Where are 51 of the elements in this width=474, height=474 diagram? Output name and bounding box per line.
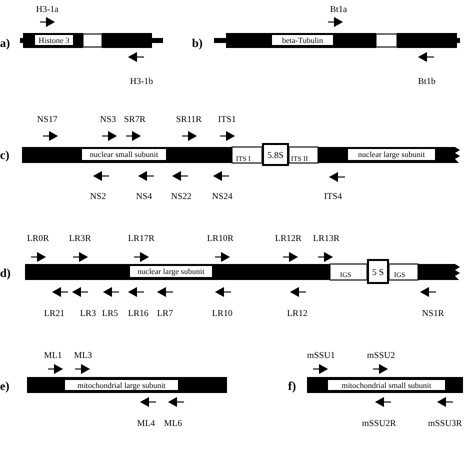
primer-label: LR17R	[128, 233, 155, 243]
gene-box: 5.8S	[262, 143, 289, 166]
primer-label: NS17	[37, 114, 58, 124]
primer-label: mSSU2	[367, 350, 396, 360]
primer-label: ITS1	[218, 114, 236, 124]
primer-label: LR16	[128, 308, 149, 318]
gene-label: beta-Tubulin	[272, 35, 333, 45]
primer-label: ITS4	[324, 191, 342, 201]
primer-label: Bt1a	[330, 4, 347, 14]
primer-label: LR3R	[69, 233, 92, 243]
gene-box: 5 S	[367, 259, 389, 284]
primer-label: LR10R	[207, 233, 234, 243]
primer-label: LR10	[212, 308, 233, 318]
panel-letter: c)	[0, 149, 10, 161]
primer-label: LR0R	[27, 233, 50, 243]
panel-letter: d)	[0, 267, 11, 279]
primer-label: ML1	[44, 350, 62, 360]
primer-label: SR7R	[124, 114, 146, 124]
primer-label: H3-1a	[36, 4, 58, 14]
panel-letter: a)	[0, 37, 10, 49]
primer-label: LR3	[80, 308, 96, 318]
primer-label: Bt1b	[418, 76, 436, 86]
gene-label: mitochondrial large subunit	[65, 380, 178, 390]
primer-label: mSSU2R	[362, 418, 396, 428]
gene-label: nuclear large subunit	[130, 266, 212, 277]
primer-label: LR12	[287, 308, 308, 318]
primer-label: NS24	[212, 191, 233, 201]
gene-label: mitochondrial small subunit	[328, 380, 445, 390]
primer-label: ML6	[164, 418, 182, 428]
primer-label: LR12R	[275, 233, 302, 243]
primer-label: mSSU1	[307, 350, 336, 360]
gene-label: Histone 3	[35, 35, 73, 45]
panel-letter: e)	[0, 380, 10, 392]
primer-label: H3-1b	[130, 76, 153, 86]
primer-label: ML3	[74, 350, 92, 360]
primer-label: mSSU3R	[428, 418, 462, 428]
primer-label: LR21	[44, 308, 65, 318]
primer-label: NS22	[171, 191, 192, 201]
primer-label: LR13R	[313, 233, 340, 243]
primer-label: LR5	[102, 308, 118, 318]
primer-label: NS2	[90, 191, 106, 201]
primer-label: LR7	[157, 308, 174, 318]
gene-label: nuclear small subunit	[82, 149, 166, 160]
primer-label: NS3	[100, 114, 116, 124]
primer-label: ML4	[137, 418, 155, 428]
primer-label: SR11R	[176, 114, 202, 124]
gene-label: nuclear large subunit	[348, 149, 435, 160]
panel-letter: b)	[192, 37, 203, 49]
primer-label: NS1R	[422, 308, 444, 318]
panel-letter: f)	[288, 380, 296, 392]
primer-label: NS4	[136, 191, 152, 201]
